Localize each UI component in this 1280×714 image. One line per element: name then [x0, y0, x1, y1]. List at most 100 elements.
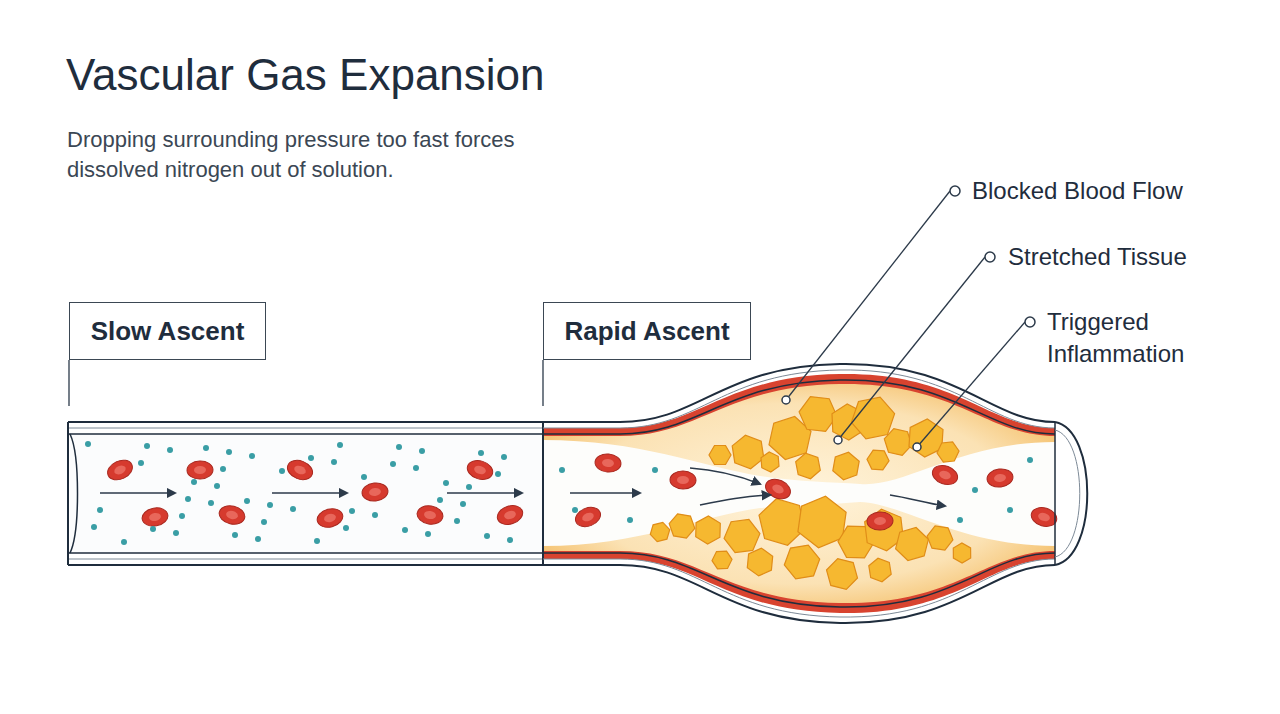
- gas-bubble: [709, 446, 731, 465]
- nitrogen-dot: [185, 496, 191, 502]
- gas-bubble: [953, 543, 970, 563]
- cell-body: [573, 504, 604, 530]
- cell-center: [225, 510, 238, 520]
- red-blood-cell: [762, 475, 793, 502]
- vessel-lumen: [70, 434, 543, 553]
- nitrogen-dot: [559, 467, 565, 473]
- gas-bubble: [650, 522, 669, 541]
- nitrogen-dot: [466, 484, 472, 490]
- nitrogen-dot: [314, 538, 320, 544]
- flow-arrow: [100, 468, 945, 506]
- gas-bubble: [732, 435, 764, 469]
- nitrogen-dot: [337, 442, 343, 448]
- nitrogen-dot: [331, 459, 337, 465]
- cell-center: [423, 510, 436, 520]
- cell-body: [217, 503, 246, 526]
- cell-body: [930, 462, 961, 488]
- callout-label: Blocked Blood Flow: [972, 175, 1262, 207]
- callout-marker: [782, 186, 1035, 451]
- nitrogen-dot: [220, 466, 226, 472]
- nitrogen-dot: [144, 443, 150, 449]
- cell-center: [369, 487, 382, 496]
- cell-body: [361, 482, 389, 503]
- nitrogen-dot: [343, 525, 349, 531]
- nitrogen-dot: [495, 471, 501, 477]
- diagram-title: Vascular Gas Expansion: [66, 50, 545, 100]
- cell-center: [293, 464, 307, 476]
- cell-body: [465, 458, 495, 483]
- cell-center: [473, 464, 487, 475]
- red-blood-cell: [867, 511, 894, 530]
- nitrogen-dot: [173, 530, 179, 536]
- cell-center: [113, 464, 127, 476]
- gas-bubble: [927, 526, 953, 550]
- nitrogen-dot: [454, 518, 460, 524]
- gas-bubble: [696, 516, 721, 544]
- gas-bubble: [724, 519, 760, 552]
- nitrogen-dot: [255, 536, 261, 542]
- nitrogen-dot: [167, 447, 173, 453]
- nitrogen-dot: [484, 533, 490, 539]
- vessel-lining: [543, 374, 1055, 613]
- nitrogen-dot: [396, 444, 402, 450]
- nitrogen-dot: [214, 483, 220, 489]
- red-blood-cell: [217, 503, 246, 526]
- cell-body: [187, 461, 214, 480]
- cell-body: [594, 453, 621, 473]
- cell-center: [938, 469, 952, 481]
- callout-label: Triggered Inflammation: [1047, 306, 1247, 370]
- cell-body: [986, 467, 1014, 488]
- red-blood-cell: [187, 461, 214, 480]
- cell-body: [141, 506, 170, 528]
- stage-label: Rapid Ascent: [564, 316, 729, 347]
- nitrogen-dot: [150, 526, 156, 532]
- gas-bubble: [833, 452, 859, 480]
- stage-label-box: Rapid Ascent: [543, 302, 751, 360]
- dissolved-nitrogen: [85, 441, 1033, 545]
- gas-bubble: [669, 514, 695, 538]
- bulging-wall: [543, 364, 1087, 623]
- nitrogen-dot: [97, 507, 103, 513]
- gas-bubble: [937, 442, 959, 462]
- nitrogen-dot: [279, 468, 285, 474]
- nitrogen-dot: [226, 449, 232, 455]
- nitrogen-dot: [121, 539, 127, 545]
- red-blood-cell: [930, 462, 961, 488]
- nitrogen-dot: [308, 455, 314, 461]
- nitrogen-dot: [443, 480, 449, 486]
- nitrogen-dot: [138, 460, 144, 466]
- cell-center: [874, 517, 886, 526]
- cell-center: [602, 458, 615, 467]
- red-blood-cell: [594, 453, 621, 473]
- gas-bubble: [712, 551, 732, 569]
- nitrogen-dot: [1027, 457, 1033, 463]
- nitrogen-dot: [413, 465, 419, 471]
- gas-bubble: [884, 429, 911, 456]
- stage-label: Slow Ascent: [91, 316, 245, 347]
- cell-center: [503, 509, 517, 520]
- red-blood-cell: [361, 482, 389, 503]
- vessel-wall: [68, 422, 543, 565]
- callout-label: Stretched Tissue: [1008, 241, 1268, 273]
- blood-cells: [104, 453, 1059, 531]
- nitrogen-dot: [1007, 507, 1013, 513]
- red-blood-cell: [495, 502, 525, 527]
- nitrogen-dot: [460, 501, 466, 507]
- cell-center: [771, 483, 785, 495]
- gas-bubble: [784, 545, 819, 579]
- nitrogen-dot: [244, 498, 250, 504]
- cell-center: [148, 512, 161, 522]
- gas-bubble: [796, 453, 821, 479]
- nitrogen-dot: [390, 461, 396, 467]
- red-blood-cell: [416, 504, 444, 526]
- nitrogen-dot: [361, 474, 367, 480]
- nitrogen-dot: [957, 517, 963, 523]
- nitrogen-dot: [972, 487, 978, 493]
- gas-bubble: [747, 548, 772, 576]
- cell-center: [994, 473, 1007, 482]
- nitrogen-dot: [507, 537, 513, 543]
- gas-bubble: [799, 397, 837, 432]
- nitrogen-dot: [419, 448, 425, 454]
- red-blood-cell: [315, 506, 345, 530]
- gas-bubble: [867, 450, 889, 470]
